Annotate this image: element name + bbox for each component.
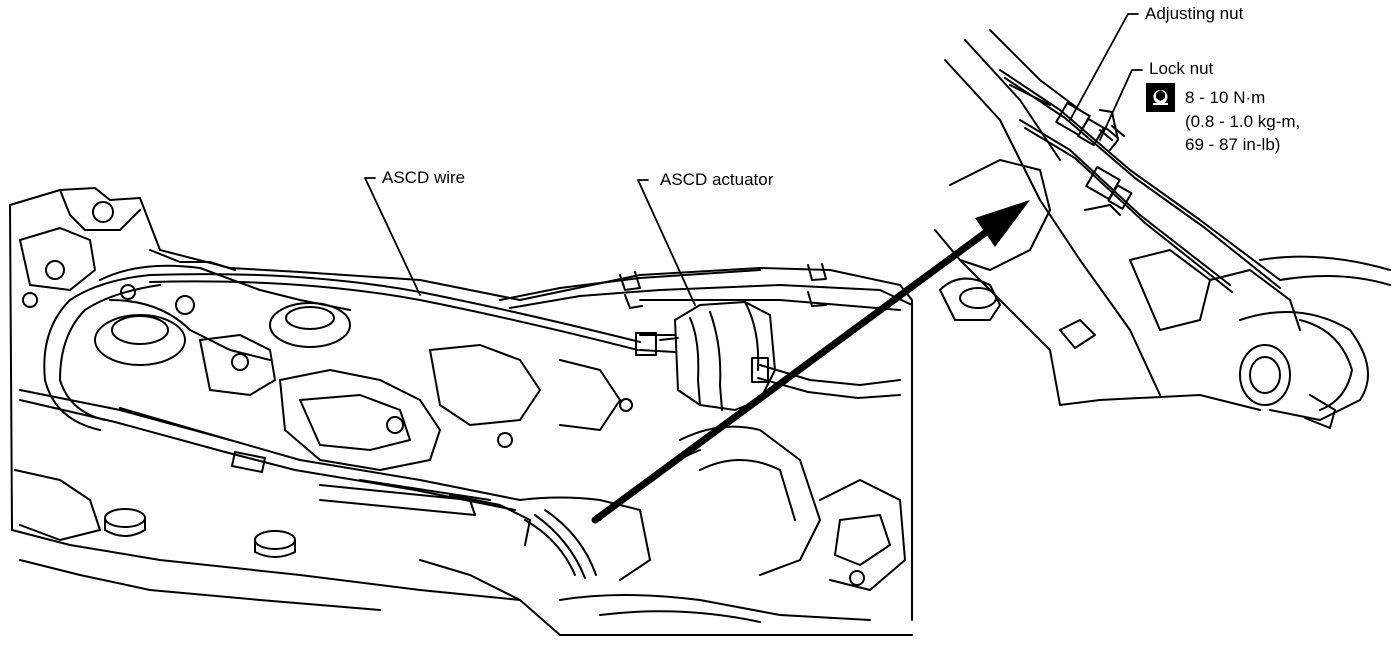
ascd-wire-label: ASCD wire xyxy=(382,168,466,187)
ascd-actuator xyxy=(635,301,901,411)
ascd-wire-cable xyxy=(149,273,641,351)
adjuster-detail-illustration xyxy=(934,29,1391,429)
engine-bay-illustration xyxy=(9,187,913,636)
torque-value-kgm: (0.8 - 1.0 kg-m, xyxy=(1185,112,1301,131)
lock-nut-label: Lock nut xyxy=(1149,59,1214,78)
detail-pointer-arrow xyxy=(591,229,989,524)
ascd-actuator-label: ASCD actuator xyxy=(660,170,774,189)
detail-pointer-arrowhead xyxy=(975,200,1030,247)
wrench-torque-icon xyxy=(1146,83,1175,112)
torque-value-nm: 8 - 10 N·m xyxy=(1185,88,1266,107)
torque-value-inlb: 69 - 87 in-lb) xyxy=(1185,135,1281,154)
leader-lines xyxy=(364,13,1143,306)
adjusting-nut-label: Adjusting nut xyxy=(1145,4,1244,23)
